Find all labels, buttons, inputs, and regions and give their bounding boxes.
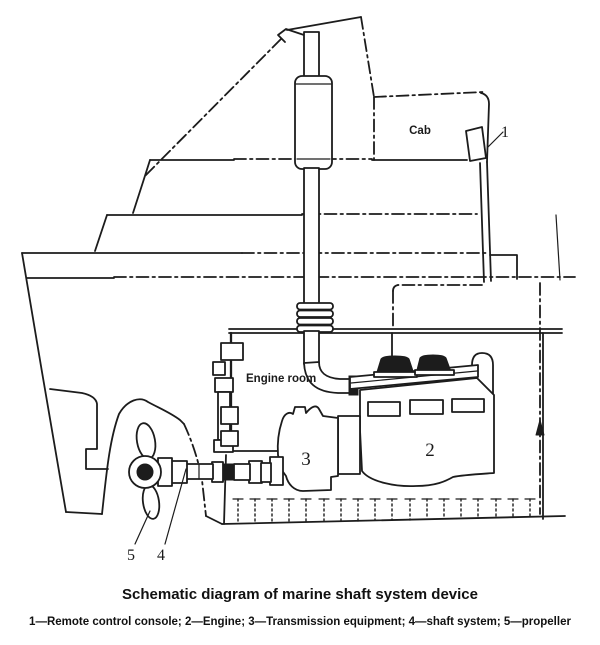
stern-tube-bracket [220, 406, 239, 425]
exhaust-stack [294, 31, 359, 396]
valve-cover [409, 399, 444, 415]
cab-label: Cab [409, 125, 431, 137]
transmission [269, 405, 339, 492]
callout-1: 1 [501, 124, 509, 141]
propeller-blade-upper [135, 422, 157, 460]
remote-control-console [465, 126, 487, 162]
figure-legend: 1—Remote control console; 2—Engine; 3—Tr… [29, 616, 571, 628]
engine-room [212, 331, 282, 525]
mast-flag [277, 28, 305, 43]
callout-5: 5 [127, 547, 135, 564]
engine [337, 352, 495, 487]
shaft-system [157, 457, 272, 487]
valve-cover [451, 398, 485, 413]
air-cleaner-cap [416, 354, 451, 371]
callout-3: 3 [301, 449, 311, 470]
marine-shaft-diagram: 1 2 3 4 5 Cab Engine room [21, 16, 576, 564]
bellows [296, 302, 334, 333]
propeller-aperture-arch [101, 398, 185, 515]
leader-line-4 [164, 468, 187, 545]
leader-line-5 [134, 510, 151, 545]
hull-frames [232, 498, 536, 524]
air-cleaner-cap [376, 355, 414, 373]
engine-room-label: Engine room [246, 373, 316, 385]
bulkhead-pump [214, 377, 234, 393]
propeller [128, 422, 162, 520]
propeller-blade-lower [141, 484, 161, 520]
muffler [294, 75, 333, 170]
mast-rigging [142, 16, 375, 179]
callout-2: 2 [425, 440, 435, 461]
flywheel-housing [337, 415, 361, 475]
engine-block [359, 377, 495, 487]
figure-caption: Schematic diagram of marine shaft system… [122, 586, 478, 603]
leader-line-1 [487, 131, 504, 148]
hull-inner-step [49, 388, 109, 470]
valve-cover [367, 401, 401, 417]
callouts: 1 2 3 4 5 [127, 124, 509, 564]
arrow-up-icon [535, 419, 545, 436]
hull-outline [21, 158, 576, 525]
hull-bottom-line [221, 515, 566, 525]
superstructure-cab [373, 91, 492, 283]
transmission-body [276, 405, 339, 492]
callout-4: 4 [157, 547, 165, 564]
